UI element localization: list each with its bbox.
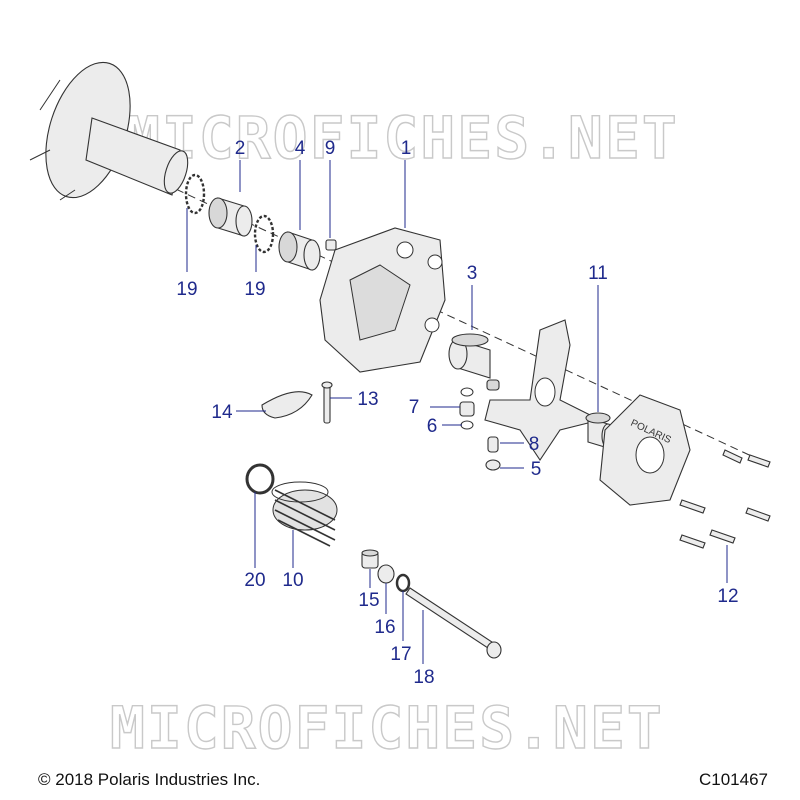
copyright-notice: © 2018 Polaris Industries Inc. [38, 770, 261, 789]
moveable-sheave-1 [319, 227, 446, 373]
callout-15: 15 [358, 590, 379, 611]
button-5 [485, 459, 501, 471]
set-screw-9 [325, 239, 337, 251]
drawing-number: C101467 [698, 770, 768, 789]
callout-16: 16 [374, 617, 395, 638]
callout-1: 1 [401, 138, 412, 159]
callout-18: 18 [413, 667, 434, 688]
shaft-18 [405, 587, 502, 659]
spacer-15 [361, 549, 379, 569]
snap-ring-19b [253, 214, 275, 254]
snap-ring-19a [184, 173, 206, 215]
callout-12: 12 [717, 586, 738, 607]
callout-13: 13 [357, 389, 378, 410]
watermark-bottom: MICROFICHES.NET [110, 694, 664, 762]
pin-13 [321, 381, 333, 424]
retaining-ring-17 [395, 573, 411, 593]
callout-9: 9 [325, 138, 336, 159]
sheave-with-shaft [29, 61, 189, 201]
bolts-12 [679, 449, 771, 549]
washer-16 [377, 564, 395, 584]
callout-20: 20 [244, 570, 265, 591]
button-top [486, 379, 500, 391]
spider-hub [484, 319, 602, 461]
callout-19a: 19 [176, 279, 197, 300]
callout-10: 10 [282, 570, 303, 591]
cover-plate: POLARIS [599, 394, 691, 506]
bushing-2 [208, 197, 253, 237]
bushing-3 [448, 333, 491, 379]
washer-6 [460, 420, 474, 430]
callout-7: 7 [409, 397, 420, 418]
leader-lines [186, 160, 728, 664]
callout-2: 2 [235, 138, 246, 159]
callout-8: 8 [529, 434, 540, 455]
callout-14: 14 [211, 402, 233, 423]
roller-7 [459, 387, 475, 417]
weight-14 [261, 391, 313, 419]
seal-ring-20 [245, 463, 275, 495]
callout-4: 4 [295, 138, 306, 159]
watermark-top: MICROFICHES.NET [125, 104, 679, 172]
callout-6: 6 [427, 416, 438, 437]
spring-10 [271, 481, 338, 547]
callout-11: 11 [588, 263, 608, 284]
pin-8 [487, 436, 499, 453]
callout-5: 5 [531, 459, 542, 480]
callouts: 2 4 9 1 3 11 19 19 14 13 7 6 8 5 20 10 1… [176, 138, 738, 688]
callout-17: 17 [390, 644, 411, 665]
bushing-4 [278, 231, 321, 271]
callout-3: 3 [467, 263, 478, 284]
callout-19b: 19 [244, 279, 265, 300]
